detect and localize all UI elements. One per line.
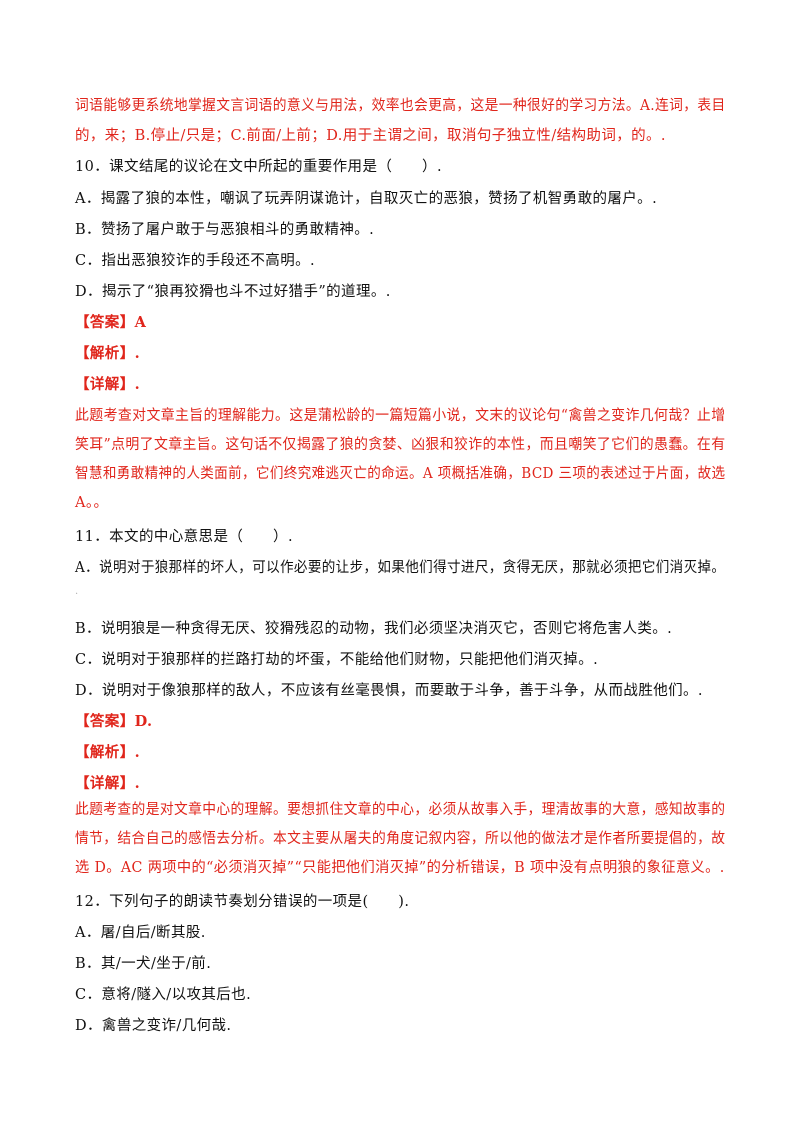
intro-line-2: 的，来；B.停止/只是；C.前面/上前；D.用于主谓之间，取消句子独立性/结构助… bbox=[75, 128, 666, 144]
q11-explanation-line: 情节，结合自己的感悟去分析。本文主要从屠夫的角度记叙内容，所以他的做法才是作者所… bbox=[75, 831, 726, 847]
q10-answer: 【答案】A bbox=[75, 314, 147, 331]
q10-explanation-line: A。。 bbox=[75, 495, 109, 511]
q11-explanation: 此题考查的是对文章中心的理解。要想抓住文章的中心，必须从故事入手，理清故事的大意… bbox=[75, 796, 725, 883]
q11-explanation-line: 此题考查的是对文章中心的理解。要想抓住文章的中心，必须从故事入手，理清故事的大意… bbox=[75, 802, 726, 818]
q10-option-b: B．赞扬了屠户敢于与恶狼相斗的勇敢精神。. bbox=[75, 222, 375, 238]
q11-option-a: A．说明对于狼那样的坏人，可以作必要的让步，如果他们得寸进尺，贪得无厌，那就必须… bbox=[75, 560, 726, 576]
q11-stem: 11．本文的中心意思是（ ）. bbox=[75, 529, 293, 545]
q11-explanation-line: 选 D。AC 两项中的“必须消灭掉”“只能把他们消灭掉”的分析错误，B 项中没有… bbox=[75, 860, 725, 876]
q10-explanation-line: 此题考查对文章主旨的理解能力。这是蒲松龄的一篇短篇小说，文末的议论句“禽兽之变诈… bbox=[75, 408, 726, 424]
q12-option-b: B．其/一犬/坐于/前. bbox=[75, 956, 212, 972]
q12-stem: 12．下列句子的朗读节奏划分错误的一项是( ). bbox=[75, 894, 410, 910]
q10-explanation-line: 笑耳”点明了文章主旨。这句话不仅揭露了狼的贪婪、凶狠和狡诈的本性，而且嘲笑了它们… bbox=[75, 437, 726, 453]
q10-explanation: 此题考查对文章主旨的理解能力。这是蒲松龄的一篇短篇小说，文末的议论句“禽兽之变诈… bbox=[75, 402, 725, 518]
q11-option-d: D．说明对于像狼那样的敌人，不应该有丝毫畏惧，而要敢于斗争，善于斗争，从而战胜他… bbox=[75, 683, 703, 699]
q12-option-c: C．意将/隧入/以攻其后也. bbox=[75, 987, 252, 1003]
intro-line-1: 词语能够更系统地掌握文言词语的意义与用法，效率也会更高，这是一种很好的学习方法。… bbox=[75, 98, 726, 114]
q11-detail-label: 【详解】. bbox=[75, 775, 141, 792]
q11-option-b: B．说明狼是一种贪得无厌、狡猾残忍的动物，我们必须坚决消灭它，否则它将危害人类。… bbox=[75, 621, 673, 637]
q11-option-a-cont: . bbox=[75, 586, 79, 597]
q11-option-c: C．说明对于狼那样的拦路打劫的坏蛋，不能给他们财物，只能把他们消灭掉。. bbox=[75, 652, 599, 668]
q10-detail-label: 【详解】. bbox=[75, 376, 141, 393]
q10-option-d: D．揭示了“狼再狡猾也斗不过好猎手”的道理。. bbox=[75, 284, 391, 300]
q10-explanation-line: 智慧和勇敢精神的人类面前，它们终究难逃灭亡的命运。A 项概括准确，BCD 三项的… bbox=[75, 466, 726, 482]
q10-option-a: A．揭露了狼的本性，嘲讽了玩弄阴谋诡计，自取灭亡的恶狼，赞扬了机智勇敢的屠户。. bbox=[75, 191, 658, 207]
q11-answer: 【答案】D. bbox=[75, 713, 153, 730]
q11-analysis-label: 【解析】. bbox=[75, 744, 141, 761]
q12-option-d: D．禽兽之变诈/几何哉. bbox=[75, 1018, 232, 1034]
q10-stem: 10．课文结尾的议论在文中所起的重要作用是（ ）. bbox=[75, 159, 442, 175]
q10-option-c: C．指出恶狼狡诈的手段还不高明。. bbox=[75, 253, 316, 269]
q10-analysis-label: 【解析】. bbox=[75, 345, 141, 362]
q12-option-a: A．屠/自后/断其股. bbox=[75, 925, 206, 941]
